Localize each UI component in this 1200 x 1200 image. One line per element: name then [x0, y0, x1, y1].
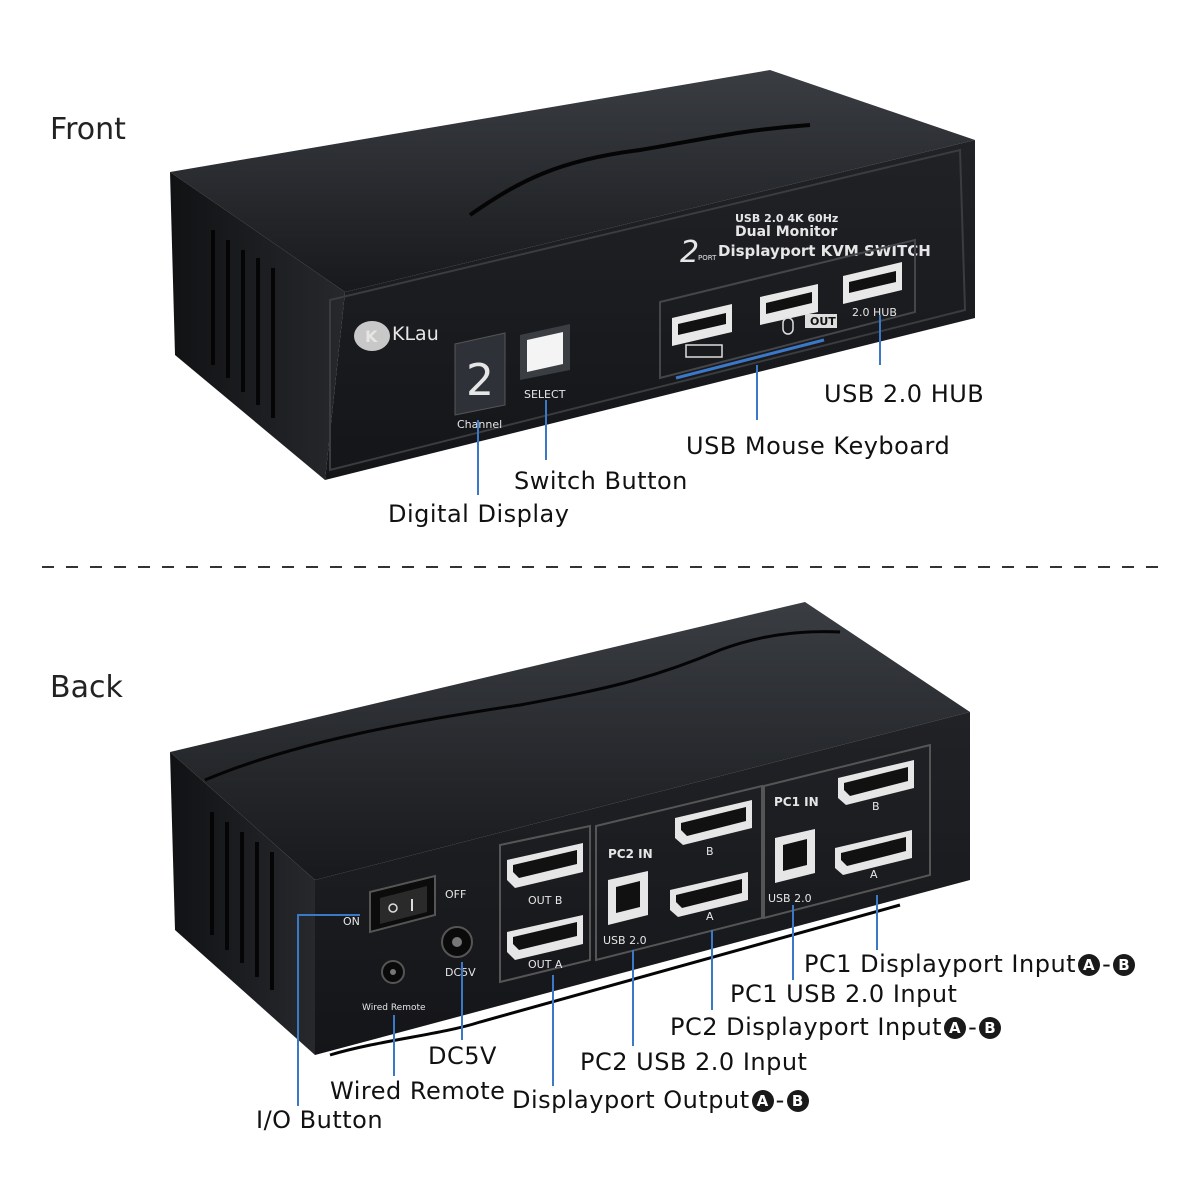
power-off-icon	[388, 903, 398, 913]
digit-readout: 2	[466, 355, 494, 406]
wired-remote-panel-label: Wired Remote	[362, 1003, 426, 1013]
dc-jack[interactable]: DC5V	[441, 926, 476, 979]
front-title: Front	[50, 112, 126, 147]
pc2-dp-b-label: B	[706, 845, 714, 858]
port-count: 2	[680, 235, 699, 270]
callout-switch-button: Switch Button	[514, 467, 688, 495]
front-device: K KLau 2 Channel SELECT USB 2.0 4K 60Hz …	[170, 70, 975, 480]
callout-line-io-button	[297, 914, 360, 1106]
out-b-label: OUT B	[528, 894, 562, 907]
pc1-dp-b[interactable]: B	[838, 760, 914, 813]
pc1-dp-a[interactable]: A	[835, 830, 912, 881]
port-a-icon: A	[1078, 954, 1101, 976]
product-line-dual-monitor: Dual Monitor	[735, 224, 837, 240]
back-top-panel	[170, 602, 970, 880]
off-label: OFF	[445, 888, 466, 901]
select-button[interactable]: SELECT	[520, 324, 570, 401]
select-label: SELECT	[524, 388, 566, 401]
pc1-dp-a-label: A	[870, 868, 878, 881]
callout-pc2-dp-input-text: PC2 Displayport Input	[670, 1013, 943, 1041]
front-face-inner	[329, 148, 967, 472]
pc1-in-label: PC1 IN	[774, 795, 819, 809]
usb-port-hub[interactable]: 2.0 HUB	[843, 262, 902, 319]
dash-text: -	[775, 1086, 785, 1114]
port-a-icon: A	[944, 1017, 967, 1039]
front-top-curve	[468, 123, 811, 217]
callout-dp-output-text: Displayport Output	[512, 1086, 750, 1114]
output-port-group	[499, 824, 591, 984]
port-a-icon: A	[751, 1090, 774, 1112]
pc2-usb-label: USB 2.0	[603, 934, 647, 947]
back-foot	[329, 903, 901, 1057]
hub-label: 2.0 HUB	[852, 306, 897, 319]
kb-mouse-underline	[675, 338, 825, 380]
usb-port-keyboard[interactable]	[672, 304, 732, 358]
brand-logo: K KLau	[354, 321, 439, 351]
back-device: ON OFF DC5V Wired Remote OUT B OUT A	[170, 602, 970, 1057]
pc2-in-label: PC2 IN	[608, 847, 653, 861]
callout-usb-mouse-keyboard: USB Mouse Keyboard	[686, 432, 951, 460]
pc2-dp-a-label: A	[706, 910, 714, 923]
pc1-usb-b-port[interactable]: USB 2.0	[768, 829, 815, 905]
dash-text: -	[968, 1013, 978, 1041]
back-title: Back	[50, 670, 123, 705]
svg-text:K: K	[365, 327, 378, 346]
dp-out-b[interactable]: OUT B	[507, 843, 583, 907]
pc2-usb-b-port[interactable]: USB 2.0	[603, 871, 648, 947]
usb-port-panel	[659, 238, 916, 380]
dc5v-panel-label: DC5V	[445, 966, 476, 979]
port-b-icon: B	[979, 1017, 1002, 1039]
callout-io-button: I/O Button	[256, 1106, 384, 1134]
callout-pc1-dp-input-text: PC1 Displayport Input	[804, 950, 1077, 978]
port-b-icon: B	[786, 1090, 809, 1112]
pc2-dp-b[interactable]: B	[675, 800, 752, 858]
pc1-port-group	[763, 743, 931, 920]
out-badge	[805, 314, 837, 328]
pc2-dp-a[interactable]: A	[670, 872, 748, 923]
callout-dc5v: DC5V	[428, 1042, 497, 1070]
usb-port-mouse[interactable]: OUT	[760, 284, 837, 335]
pc1-usb-label: USB 2.0	[768, 892, 812, 905]
brand-logo-text: KLau	[392, 323, 439, 345]
pc1-dp-b-label: B	[872, 800, 880, 813]
product-line-kvm: Displayport KVM SWITCH	[718, 242, 931, 260]
dp-out-a[interactable]: OUT A	[507, 915, 583, 971]
back-vent-slots	[210, 812, 274, 990]
product-spec-line: USB 2.0 4K 60Hz	[735, 212, 838, 225]
out-a-label: OUT A	[528, 958, 563, 971]
callout-pc1-usb-input: PC1 USB 2.0 Input	[730, 980, 958, 1008]
callout-pc2-usb-input: PC2 USB 2.0 Input	[580, 1048, 808, 1076]
digital-display: 2 Channel	[454, 332, 506, 431]
out-badge-text: OUT	[810, 315, 836, 328]
keyboard-icon	[685, 344, 723, 358]
channel-label: Channel	[457, 418, 502, 431]
callout-usb-hub: USB 2.0 HUB	[824, 380, 985, 408]
front-callout-lines	[477, 315, 881, 495]
port-word: PORT	[698, 254, 717, 262]
front-top-panel	[170, 70, 975, 292]
back-callout-lines	[297, 895, 878, 1106]
pc2-port-group	[595, 784, 763, 962]
on-label: ON	[343, 915, 360, 928]
front-vent-slots	[211, 230, 275, 418]
back-top-curve	[204, 630, 841, 782]
mouse-icon	[782, 317, 794, 335]
port-b-icon: B	[1113, 954, 1136, 976]
product-name: USB 2.0 4K 60Hz Dual Monitor Displayport…	[680, 212, 931, 270]
callout-digital-display: Digital Display	[388, 500, 570, 528]
power-switch[interactable]: ON OFF	[343, 874, 466, 934]
dash-text: -	[1102, 950, 1112, 978]
wired-remote-jack[interactable]: Wired Remote	[362, 960, 426, 1013]
callout-wired-remote: Wired Remote	[330, 1077, 506, 1105]
